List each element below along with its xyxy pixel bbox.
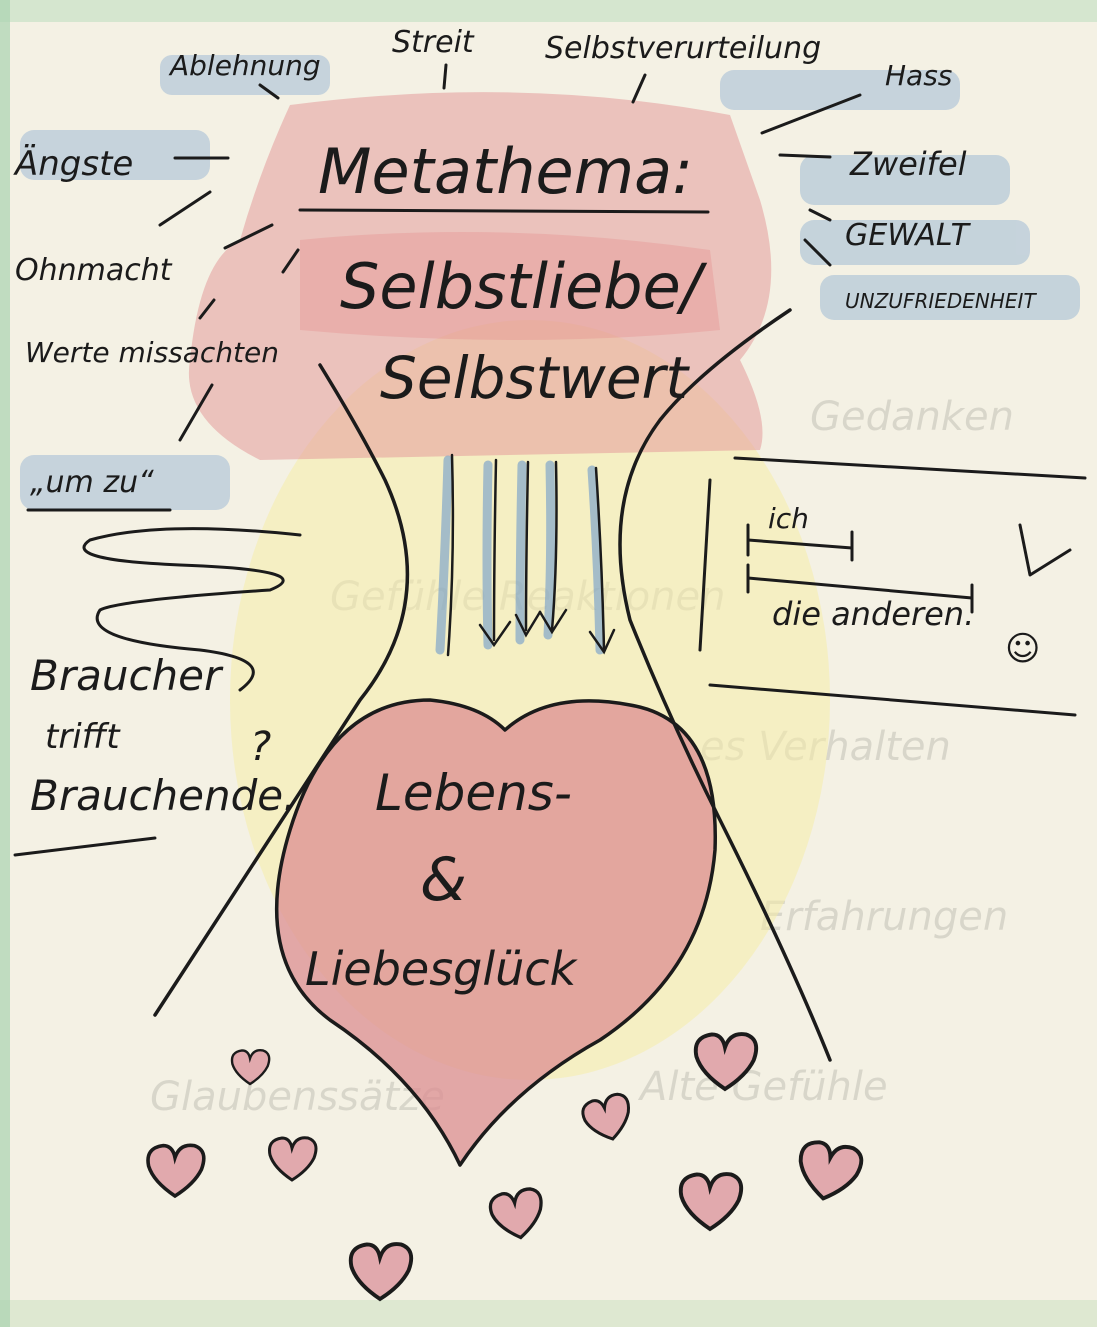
brauchen-line-1: Braucher [30,651,224,700]
term-ohnmacht: Ohnmacht [15,253,173,288]
heart-line-2: & [420,845,467,915]
term-streit: Streit [392,25,475,60]
brauchen-line-3: Brauchende. [30,771,296,820]
core-line-2: Selbstwert [380,344,690,412]
ich-label: ich [768,502,809,535]
title-underline [300,210,708,212]
paper-left-edge [0,0,10,1327]
heart-line-3: Liebesglück [305,942,579,996]
svg-text:Erfahrungen: Erfahrungen [760,894,1008,940]
term-aengste: Ängste [13,144,133,184]
term-zweifel: Zweifel [849,145,967,183]
term-hass: Hass [885,59,952,92]
term-gewalt: GEWALT [845,218,972,253]
term-um-zu: „um zu“ [30,465,154,500]
brauchen-mark: ? [250,724,271,770]
term-werte: Werte missachten [25,336,279,369]
paper-bottom-edge [0,1300,1097,1327]
paper-top-edge [0,0,1097,22]
andere-label: die anderen. [772,595,974,633]
smiley-mark: ☺ [1005,629,1040,669]
heart-line-1: Lebens- [375,764,572,822]
svg-text:Gedanken: Gedanken [810,394,1014,440]
svg-text:Alte Gefühle: Alte Gefühle [637,1064,888,1110]
term-ablehnung: Ablehnung [168,49,321,82]
term-selbstverurteilung: Selbstverurteilung [545,31,821,66]
brauchen-line-2: trifft [45,717,121,757]
core-line-1: Selbstliebe/ [340,250,708,323]
title-metathema: Metathema: [318,135,693,208]
term-unzufriedenheit: UNZUFRIEDENHEIT [845,289,1037,313]
